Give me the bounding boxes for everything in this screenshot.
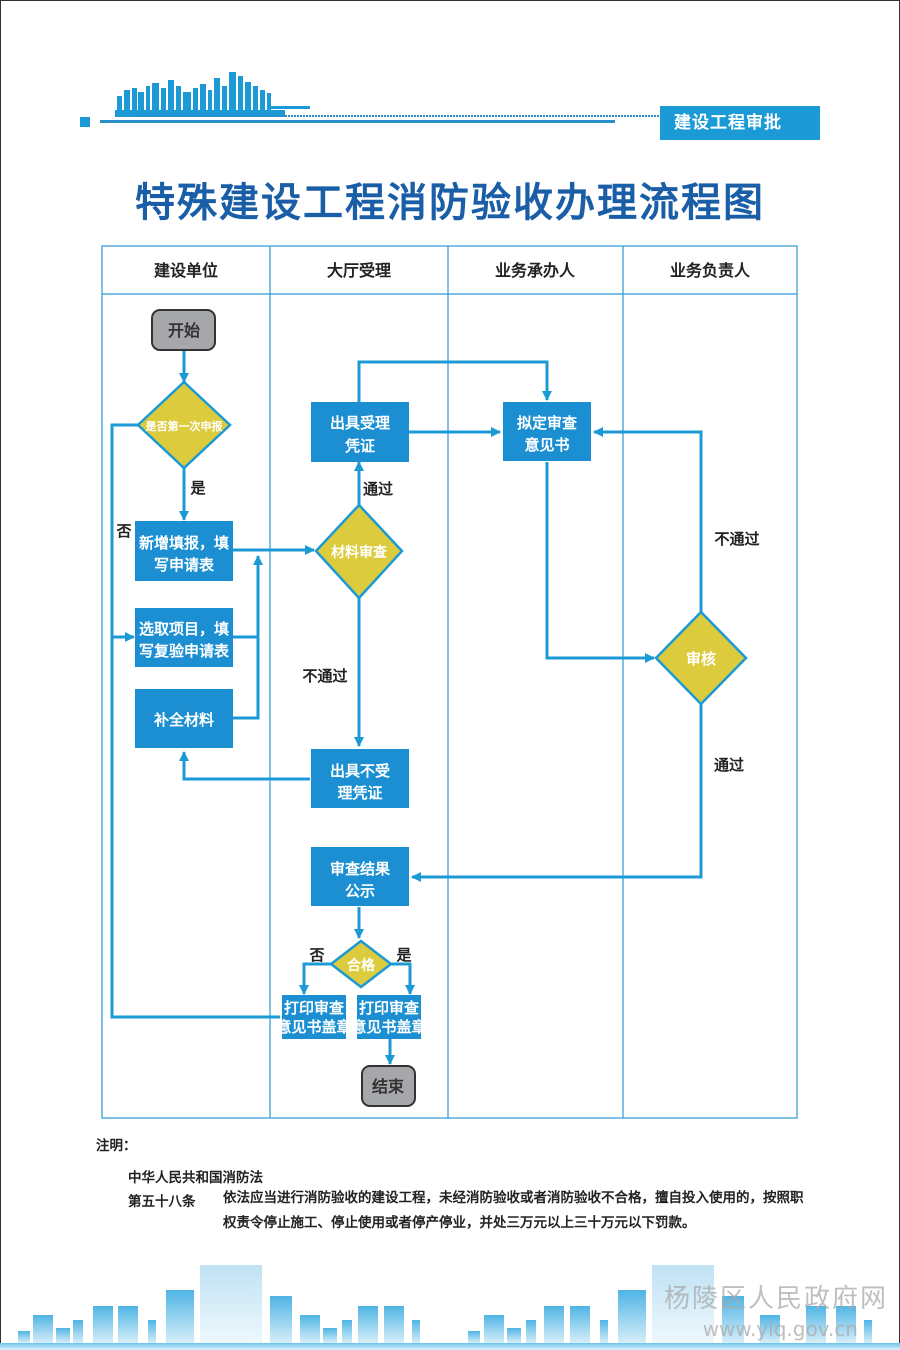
process-select-project: [135, 608, 233, 667]
header-decoration: [80, 72, 660, 127]
decision-material-review-label: 材料审查: [331, 544, 388, 561]
process-supplement-label: 补全材料: [153, 711, 214, 729]
process-draft-opinion-line2: 意见书: [524, 436, 569, 454]
edge-qualified-yes: [391, 962, 415, 995]
label-no-qualified: 否: [308, 946, 324, 964]
flowchart: 建设单位 大厅受理 业务承办人 业务负责人 开始 是否第一次申报 是 否 新增填…: [101, 245, 798, 1119]
page-title: 特殊建设工程消防验收办理流程图: [135, 180, 765, 226]
process-supplement: [135, 689, 233, 748]
decision-material-review: [314, 503, 404, 600]
decision-audit-label: 审核: [686, 650, 716, 668]
label-yes-qualified: 是: [395, 946, 412, 964]
edge-supp-join: [233, 555, 263, 720]
edge-draft-to-audit: [545, 462, 655, 663]
edge-audit-pass: [411, 704, 703, 882]
label-fail-material: 不通过: [302, 667, 347, 685]
process-print-fail: [282, 995, 346, 1039]
process-print-fail-line2: 意见书盖章: [276, 1018, 351, 1036]
notes-law: 中华人民共和国消防法: [128, 1170, 263, 1186]
process-print-pass: [357, 995, 421, 1039]
process-print-pass-line1: 打印审查: [359, 999, 420, 1017]
skyline-icon: [115, 72, 310, 117]
process-new-fill-line2: 写申请表: [154, 556, 215, 574]
decision-first-declare-label: 是否第一次申报: [145, 419, 224, 433]
process-draft-opinion: [503, 402, 591, 461]
process-issue-reject: [311, 749, 409, 808]
process-issue-reject-line2: 理凭证: [337, 784, 382, 802]
process-draft-opinion-line1: 拟定审查: [517, 414, 578, 432]
footer-skyline: [0, 1265, 900, 1350]
label-pass-audit: 通过: [714, 756, 744, 774]
lane-header-handler: 业务承办人: [495, 261, 576, 280]
section-tag: 建设工程审批: [660, 106, 820, 140]
lane-header-hall: 大厅受理: [327, 261, 391, 280]
watermark: 杨陵区人民政府网 www.ylq.gov.cn: [664, 1278, 888, 1341]
process-print-pass-line2: 意见书盖章: [351, 1018, 426, 1036]
notes-article-text: 依法应当进行消防验收的建设工程，未经消防验收或者消防验收不合格，擅自投入使用的，…: [223, 1190, 804, 1231]
edge-accept-top: [357, 360, 552, 404]
watermark-url: www.ylq.gov.cn: [702, 1317, 858, 1341]
notes-article-number: 第五十八条: [128, 1194, 196, 1210]
skyline-buildings-icon: [18, 1290, 872, 1343]
notes-article: 第五十八条 依法应当进行消防验收的建设工程，未经消防验收或者消防验收不合格，擅自…: [128, 1190, 816, 1236]
start-label: 开始: [168, 321, 200, 340]
decision-qualified: [328, 939, 394, 989]
process-select-project-line2: 写复验申请表: [139, 642, 230, 660]
end-node: [361, 1065, 416, 1107]
process-print-fail-line1: 打印审查: [284, 999, 345, 1017]
process-issue-accept-line2: 凭证: [344, 437, 375, 455]
notes-section: 注明： 中华人民共和国消防法 第五十八条 依法应当进行消防验收的建设工程，未经消…: [96, 1134, 816, 1236]
process-issue-accept-line1: 出具受理: [330, 414, 390, 432]
process-issue-accept: [311, 402, 409, 462]
decision-first-declare: [136, 380, 232, 470]
edge-audit-fail: [593, 427, 703, 612]
notes-title: 注明：: [96, 1138, 137, 1154]
end-label: 结束: [371, 1077, 405, 1096]
edge-first-no: [110, 423, 280, 1019]
start-node: [151, 309, 216, 351]
label-pass-material: 通过: [363, 480, 393, 498]
label-fail-audit: 不通过: [714, 530, 759, 548]
process-new-fill-line1: 新增填报，填: [139, 534, 229, 552]
lane-header-supervisor: 业务负责人: [670, 261, 751, 280]
swimlane-grid: [101, 245, 798, 1119]
process-new-fill: [135, 521, 233, 581]
watermark-site-name: 杨陵区人民政府网: [663, 1284, 888, 1314]
edge-qualified-no: [299, 962, 331, 995]
decision-audit: [654, 610, 748, 706]
edge-reject-to-supp: [179, 751, 310, 781]
process-issue-reject-line1: 出具不受: [330, 762, 390, 780]
process-select-project-line1: 选取项目，填: [139, 620, 229, 638]
label-no-first: 否: [115, 522, 131, 540]
process-publish-result-line2: 公示: [345, 882, 375, 900]
label-yes-first: 是: [189, 479, 206, 497]
process-publish-result: [311, 847, 409, 906]
lane-header-builder: 建设单位: [154, 261, 218, 280]
decision-qualified-label: 合格: [347, 957, 376, 974]
process-publish-result-line1: 审查结果: [330, 860, 391, 878]
